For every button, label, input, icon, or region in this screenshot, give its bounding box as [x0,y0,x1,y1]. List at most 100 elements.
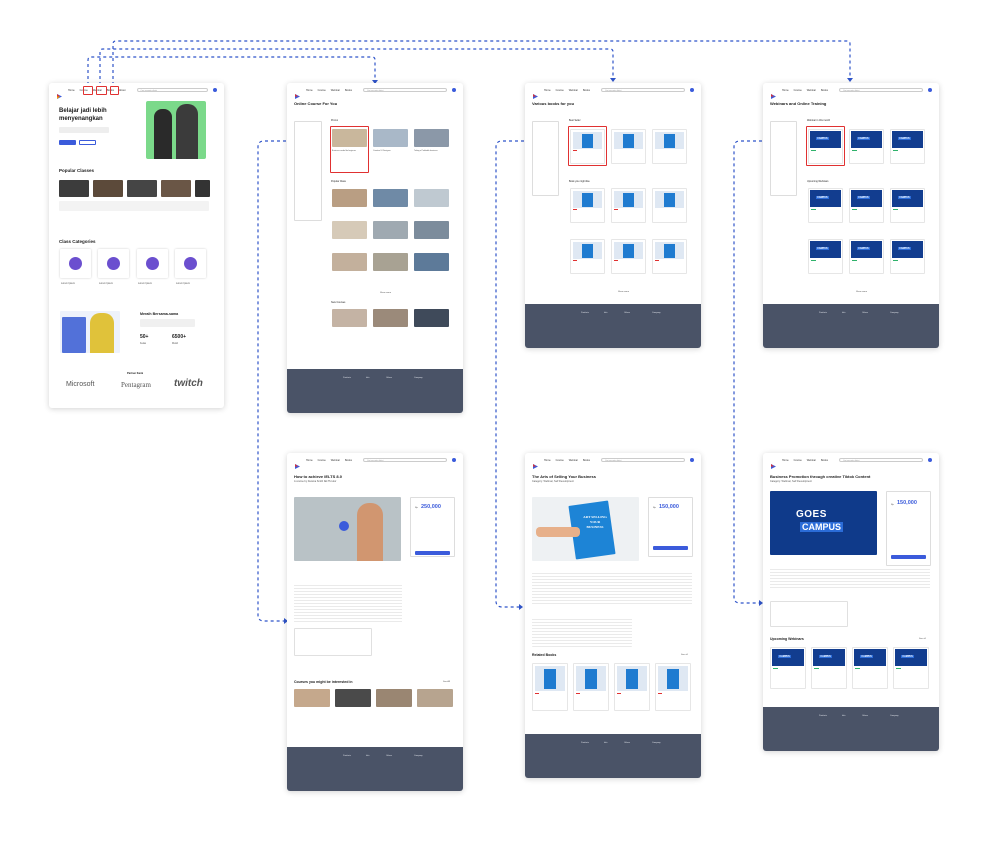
nav-webinar[interactable]: Webinar [568,88,578,92]
book-card[interactable] [570,129,605,164]
nav-course[interactable]: Course [555,88,564,92]
course-thumb[interactable] [414,309,449,327]
book-card[interactable] [570,188,605,223]
category-card[interactable] [175,249,206,278]
webinar-card[interactable]: CAMPUS [890,239,925,274]
webinar-card[interactable]: CAMPUS [890,129,925,164]
book-card[interactable] [655,663,691,711]
webinar-card[interactable]: CAMPUS [852,647,888,689]
course-thumb[interactable] [414,253,449,271]
webinar-card[interactable]: CAMPUS [849,129,884,164]
category-card[interactable] [98,249,129,278]
search-input[interactable]: Cari sesuatu disini [362,88,447,92]
book-card[interactable] [652,188,687,223]
nav-home[interactable]: Home [68,88,75,92]
avatar[interactable] [928,458,932,462]
search-input[interactable]: Cari sesuatu disini [362,458,447,462]
video-player[interactable] [294,497,401,561]
class-thumb[interactable] [127,180,157,197]
show-more-link[interactable]: Show more [380,292,392,294]
search-input[interactable]: Cari sesuatu disini [600,458,685,462]
course-thumb[interactable] [414,129,449,147]
course-thumb[interactable] [332,129,367,147]
book-card[interactable] [611,129,646,164]
book-card[interactable] [611,239,646,274]
nav-course[interactable]: Course [317,458,326,462]
course-thumb[interactable] [332,221,367,239]
nav-home[interactable]: Home [544,88,551,92]
see-all-link[interactable]: See All [443,681,450,683]
avatar[interactable] [452,458,456,462]
nav-webinar[interactable]: Webinar [806,458,816,462]
book-card[interactable] [652,239,687,274]
webinar-card[interactable]: CAMPUS [808,239,843,274]
nav-course[interactable]: Course [793,88,802,92]
show-more-link[interactable]: Show more [618,291,630,293]
avatar[interactable] [213,88,217,92]
nav-webinar[interactable]: Webinar [330,88,340,92]
register-button[interactable] [891,555,926,559]
see-all-link[interactable]: See all [919,638,926,640]
nav-course[interactable]: Course [793,458,802,462]
webinar-card[interactable]: CAMPUS [808,188,843,223]
book-card[interactable] [652,129,687,164]
filter-sidebar[interactable] [294,121,322,221]
book-card[interactable] [614,663,650,711]
nav-webinar[interactable]: Webinar [330,458,340,462]
filter-sidebar[interactable] [532,121,559,196]
webinar-card[interactable]: CAMPUS [770,647,806,689]
nav-books[interactable]: Books [583,458,590,462]
course-thumb[interactable] [376,689,412,707]
class-thumb[interactable] [93,180,123,197]
avatar[interactable] [690,88,694,92]
nav-books[interactable]: Books [345,88,352,92]
avatar[interactable] [452,88,456,92]
nav-webinar[interactable]: Webinar [568,458,578,462]
webinar-card[interactable]: CAMPUS [890,188,925,223]
nav-course[interactable]: Course [317,88,326,92]
search-input[interactable]: Cari sesuatu disini [838,88,923,92]
nav-books[interactable]: Books [821,88,828,92]
avatar[interactable] [928,88,932,92]
buy-button[interactable] [653,546,688,550]
book-card[interactable] [611,188,646,223]
webinar-card[interactable]: CAMPUS [811,647,847,689]
course-thumb[interactable] [373,189,408,207]
hero-primary-button[interactable] [59,140,76,145]
buy-button[interactable] [415,551,450,555]
filter-sidebar[interactable] [770,121,797,196]
course-thumb[interactable] [373,129,408,147]
search-input[interactable]: Cari sesuatu disini [838,458,923,462]
nav-books[interactable]: Books [345,458,352,462]
show-more-link[interactable]: Show more [856,291,868,293]
course-thumb[interactable] [335,689,371,707]
nav-home[interactable]: Home [782,88,789,92]
search-input[interactable]: Cari sesuatu disini [600,88,685,92]
course-thumb[interactable] [373,221,408,239]
class-thumb[interactable] [195,180,210,197]
webinar-card[interactable]: CAMPUS [849,188,884,223]
webinar-card[interactable]: CAMPUS [893,647,929,689]
avatar[interactable] [690,458,694,462]
webinar-card[interactable]: CAMPUS [849,239,884,274]
nav-course[interactable]: Course [555,458,564,462]
course-thumb[interactable] [373,309,408,327]
nav-books[interactable]: Books [583,88,590,92]
course-thumb[interactable] [373,253,408,271]
class-thumb[interactable] [59,180,89,197]
course-thumb[interactable] [294,689,330,707]
course-thumb[interactable] [332,253,367,271]
course-thumb[interactable] [414,189,449,207]
class-thumb[interactable] [161,180,191,197]
nav-home[interactable]: Home [306,458,313,462]
course-thumb[interactable] [332,189,367,207]
course-thumb[interactable] [332,309,367,327]
nav-webinar[interactable]: Webinar [806,88,816,92]
category-card[interactable] [60,249,91,278]
book-card[interactable] [573,663,609,711]
book-card[interactable] [570,239,605,274]
nav-home[interactable]: Home [306,88,313,92]
nav-webinar[interactable]: Webinar [92,88,102,92]
nav-home[interactable]: Home [782,458,789,462]
course-thumb[interactable] [414,221,449,239]
